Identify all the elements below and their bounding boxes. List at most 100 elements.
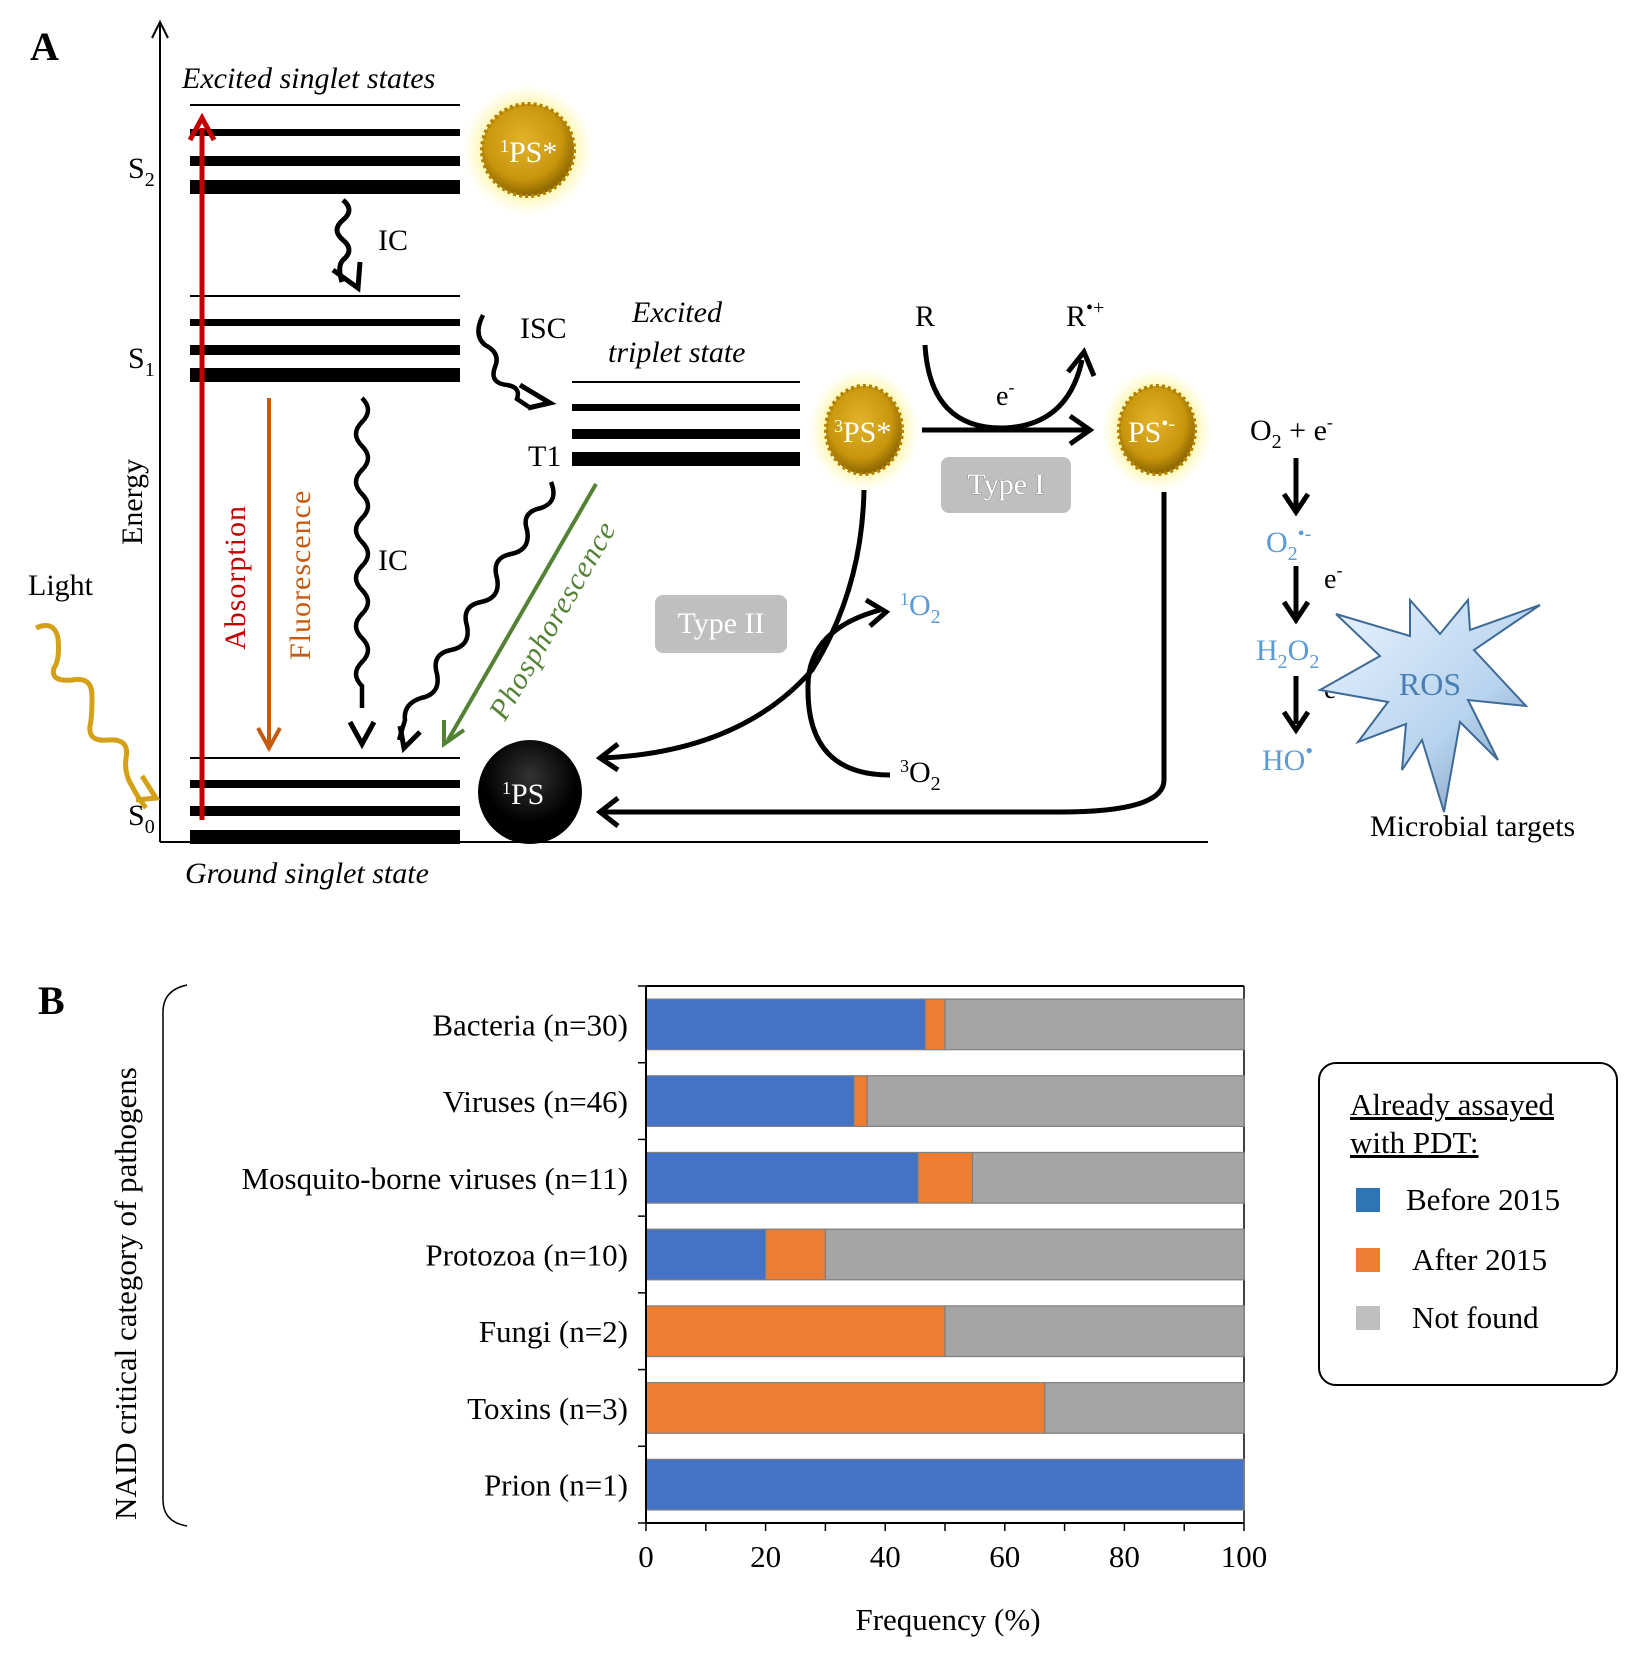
- legend-label-not-found: Not found: [1412, 1300, 1539, 1335]
- bar-segment-before-2015: [645, 1151, 919, 1204]
- ic-bottom-label: IC: [378, 544, 408, 577]
- bar-segment-not-found: [824, 1228, 1245, 1281]
- absorption-label: Absorption: [219, 505, 252, 650]
- ic-bottom-arrowhead: [347, 720, 377, 750]
- bar-segment-after-2015: [917, 1151, 974, 1204]
- category-label: Mosquito-borne viruses (n=11): [241, 1161, 628, 1196]
- fluorescence-arrowhead: [256, 727, 282, 753]
- bar-segment-not-found: [944, 998, 1245, 1051]
- phosphorescence-arrow: [446, 482, 598, 742]
- superoxide-label: O2•-: [1266, 523, 1311, 565]
- bar-segment-before-2015: [645, 1075, 855, 1127]
- category-bracket: [162, 984, 188, 1527]
- legend-title-line2: with PDT:: [1350, 1125, 1479, 1160]
- isc-wavy-arrow: [476, 313, 531, 409]
- bar-segment-before-2015: [645, 1458, 1245, 1511]
- t1-levels: [572, 381, 800, 466]
- s2-levels: [190, 104, 460, 194]
- energy-axis-arrowhead: [151, 19, 169, 39]
- bar-segment-after-2015: [924, 998, 946, 1051]
- chart-x-axis-label: Frequency (%): [855, 1602, 1040, 1637]
- ic-top-label: IC: [378, 224, 408, 257]
- bar-segment-not-found: [971, 1151, 1245, 1204]
- x-tick-label: 60: [989, 1539, 1020, 1574]
- bar-segment-after-2015: [645, 1382, 1046, 1434]
- type1-badge-bg: [941, 457, 1071, 513]
- bar-segment-before-2015: [645, 998, 926, 1051]
- category-label: Fungi (n=2): [479, 1314, 628, 1349]
- ic-top-arrowhead: [331, 261, 363, 293]
- x-tick-label: 40: [870, 1539, 901, 1574]
- type1-electron-label: e-: [996, 377, 1014, 412]
- light-arrowhead: [135, 774, 161, 803]
- legend-swatch-before-2015: [1356, 1188, 1380, 1212]
- type1-product-label: R•+: [1066, 297, 1104, 333]
- bar-segment-after-2015: [645, 1305, 946, 1358]
- r-oxidation-arrowhead: [1066, 347, 1097, 377]
- ps-ground-molecule: 1PS: [478, 740, 582, 844]
- ps-radical-anion-molecule: PS•-: [1101, 368, 1213, 492]
- bar-segment-not-found: [944, 1305, 1245, 1358]
- bar-segment-before-2015: [645, 1228, 767, 1281]
- legend-item-before-2015: Before 2015: [1356, 1182, 1560, 1218]
- peroxide-label: H2O2: [1256, 634, 1319, 673]
- panel-a-jablonski-diagram: A Energy Excited singlet states S2 S1 S0…: [28, 19, 1575, 890]
- ps-triplet-excited-molecule: 3PS*: [808, 368, 920, 492]
- singlet-oxygen-label: 1O2: [900, 589, 941, 628]
- ros-burst-icon: ROS: [1317, 597, 1541, 813]
- type1-arrowhead: [1068, 413, 1095, 447]
- ground-singlet-label: Ground singlet state: [185, 857, 429, 890]
- legend-swatch-after-2015: [1356, 1248, 1380, 1272]
- type2-badge-bg: [655, 595, 787, 653]
- x-tick-label: 100: [1221, 1539, 1268, 1574]
- oxygen-conversion-curve: [805, 607, 891, 778]
- legend-item-after-2015: After 2015: [1356, 1242, 1547, 1278]
- s0-levels: [190, 757, 460, 844]
- phosphorescence-arrowhead: [442, 720, 466, 748]
- category-label: Prion (n=1): [484, 1468, 628, 1503]
- t1-label: T1: [528, 440, 561, 473]
- type1-substrate-label: R: [915, 300, 935, 333]
- excited-triplet-label-line2: triplet state: [608, 336, 746, 369]
- s1-levels: [190, 295, 460, 382]
- x-tick-label: 80: [1109, 1539, 1140, 1574]
- legend-label-before-2015: Before 2015: [1406, 1182, 1561, 1217]
- ros-start-label: O2 + e-: [1250, 412, 1333, 453]
- bar-segment-after-2015: [853, 1075, 868, 1127]
- type2-return-arrowhead: [595, 742, 620, 773]
- fluorescence-label: Fluorescence: [284, 490, 317, 660]
- type2-badge: Type II: [677, 607, 764, 640]
- microbial-targets-label: Microbial targets: [1370, 810, 1575, 843]
- legend-swatch-not-found: [1356, 1306, 1380, 1330]
- legend-item-not-found: Not found: [1356, 1300, 1539, 1336]
- legend-title: Already assayed with PDT:: [1350, 1086, 1554, 1162]
- t1-ic-arrowhead: [397, 725, 422, 754]
- ic-bottom-wavy-arrow: [353, 396, 371, 708]
- x-tick-label: 20: [750, 1539, 781, 1574]
- panel-b-label: B: [38, 978, 65, 1023]
- bar-segment-not-found: [866, 1075, 1245, 1127]
- excited-triplet-label-line1: Excited: [631, 296, 723, 329]
- svg-text:3PS*: 3PS*: [834, 416, 891, 449]
- category-label: Toxins (n=3): [467, 1391, 628, 1426]
- type1-return-path: [602, 492, 1167, 815]
- light-label: Light: [28, 569, 94, 602]
- svg-text:1PS*: 1PS*: [500, 136, 557, 169]
- ros-arrowhead-1: [1281, 492, 1311, 517]
- ros-arrowhead-2: [1281, 600, 1311, 625]
- svg-text:1PS: 1PS: [502, 778, 544, 811]
- ros-burst-label: ROS: [1399, 666, 1461, 702]
- x-tick-label: 0: [638, 1539, 654, 1574]
- legend-title-line1: Already assayed: [1350, 1087, 1554, 1122]
- isc-label: ISC: [520, 312, 567, 345]
- hydroxyl-label: HO•: [1262, 738, 1313, 777]
- isc-arrowhead: [518, 382, 557, 411]
- chart-y-axis-label: NAID critical category of pathogens: [108, 1067, 143, 1520]
- ros-arrowhead-3: [1281, 710, 1311, 735]
- type1-badge: Type I: [967, 468, 1044, 501]
- bar-segment-not-found: [1044, 1382, 1245, 1434]
- category-label: Bacteria (n=30): [432, 1007, 628, 1042]
- category-label: Viruses (n=46): [443, 1084, 628, 1119]
- ps-singlet-excited-molecule: 1PS*: [462, 84, 594, 216]
- category-label: Protozoa (n=10): [425, 1238, 628, 1273]
